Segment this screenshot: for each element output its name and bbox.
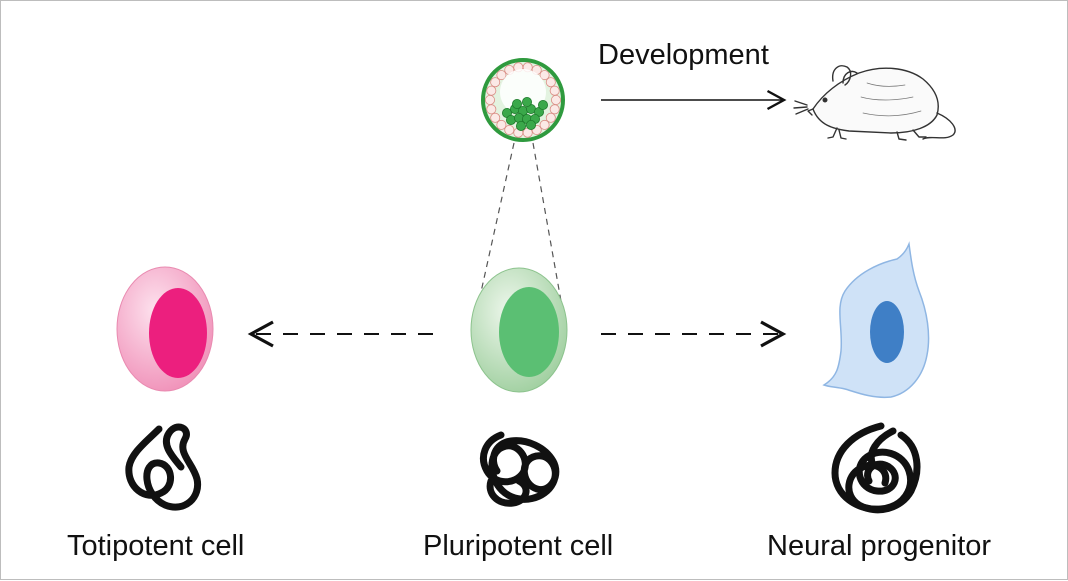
zoom-line-right bbox=[532, 142, 562, 302]
pluripotent-cell bbox=[470, 267, 568, 393]
inner-cell bbox=[511, 99, 522, 110]
pluripotent-nucleus bbox=[499, 287, 559, 377]
inner-cell bbox=[516, 121, 527, 132]
chromatin-icon bbox=[831, 422, 921, 514]
chromatin-icon bbox=[480, 431, 560, 507]
trophoblast-cell bbox=[484, 95, 495, 106]
trophoblast-cell bbox=[496, 70, 507, 81]
chromatin-icon bbox=[125, 423, 202, 511]
neural-progenitor-label: Neural progenitor bbox=[767, 530, 992, 562]
trophoblast-cell bbox=[539, 119, 550, 130]
trophoblast-cell bbox=[496, 119, 507, 130]
neural-nucleus bbox=[870, 301, 904, 363]
trophoblast-cell bbox=[549, 104, 560, 115]
zoom-line-left bbox=[478, 142, 515, 302]
mouse-icon bbox=[793, 65, 956, 141]
development-label: Development bbox=[598, 39, 769, 71]
totipotent-nucleus bbox=[149, 288, 207, 378]
trophoblast-cell bbox=[486, 104, 497, 115]
inner-cell bbox=[526, 120, 537, 131]
inner-cell bbox=[522, 97, 533, 108]
trophoblast-cell bbox=[504, 125, 515, 136]
pluripotent-cell-label: Pluripotent cell bbox=[423, 530, 614, 562]
totipotent-cell-label: Totipotent cell bbox=[67, 530, 245, 562]
trophoblast-cell bbox=[486, 85, 497, 96]
trophoblast-cell bbox=[545, 77, 556, 88]
totipotent-cell bbox=[116, 266, 214, 392]
inner-cell-mass bbox=[501, 97, 549, 132]
trophoblast-cell bbox=[549, 85, 560, 96]
inner-cell bbox=[538, 100, 549, 111]
trophoblast-cell bbox=[545, 112, 556, 123]
neural-progenitor-cell bbox=[822, 241, 930, 399]
blastocyst-icon bbox=[481, 58, 565, 142]
trophoblast-cell bbox=[490, 112, 501, 123]
trophoblast-cell bbox=[539, 70, 550, 81]
trophoblast-cell bbox=[490, 77, 501, 88]
trophoblast-cell bbox=[551, 95, 562, 106]
